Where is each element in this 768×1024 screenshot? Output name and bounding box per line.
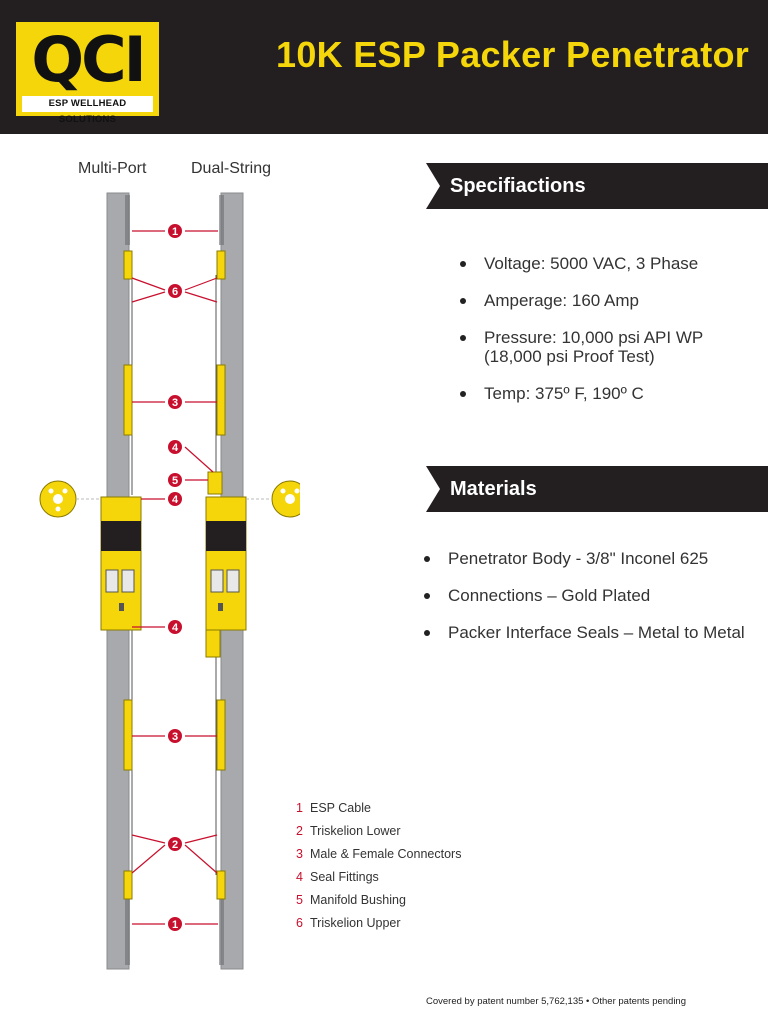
callout-1-top: 1	[168, 224, 182, 238]
logo-text: QCI	[31, 23, 146, 96]
svg-text:1: 1	[172, 919, 178, 931]
callout-4-lower: 4	[168, 620, 182, 634]
qci-logo: QCI ESP WELLHEAD SOLUTIONS	[16, 22, 159, 125]
specifications-heading: Specifiactions	[426, 163, 768, 209]
svg-text:1: 1	[172, 226, 178, 238]
materials-heading-label: Materials	[450, 478, 537, 500]
callout-1-bottom: 1	[168, 917, 182, 931]
spec-item: Pressure: 10,000 psi API WP (18,000 psi …	[458, 328, 716, 366]
material-item: Penetrator Body - 3/8" Inconel 625	[422, 549, 752, 568]
callout-3-bottom: 3	[168, 729, 182, 743]
header-bar: QCI ESP WELLHEAD SOLUTIONS 10K ESP Packe…	[0, 0, 768, 134]
svg-text:6: 6	[172, 286, 178, 298]
packer-body-dual-string	[205, 496, 247, 631]
page-title: 10K ESP Packer Penetrator	[276, 34, 750, 75]
logo-subtitle: ESP WELLHEAD SOLUTIONS	[22, 96, 153, 125]
svg-text:3: 3	[172, 731, 178, 743]
spec-item: Temp: 375º F, 190º C	[458, 384, 758, 403]
svg-text:2: 2	[172, 839, 178, 851]
callout-5: 5	[168, 473, 182, 487]
materials-heading: Materials	[426, 466, 768, 512]
svg-text:4: 4	[172, 494, 179, 506]
callout-3-top: 3	[168, 395, 182, 409]
spec-item: Amperage: 160 Amp	[458, 291, 758, 310]
materials-list: Penetrator Body - 3/8" Inconel 625 Conne…	[422, 549, 752, 660]
specifications-heading-label: Specifiactions	[450, 175, 586, 197]
material-item: Connections – Gold Plated	[422, 586, 752, 605]
callout-2: 2	[168, 837, 182, 851]
svg-text:4: 4	[172, 442, 179, 454]
material-item: Packer Interface Seals – Metal to Metal	[422, 623, 748, 642]
svg-text:3: 3	[172, 397, 178, 409]
column-label-multi-port: Multi-Port	[78, 160, 147, 177]
callout-4-middle: 4	[168, 492, 182, 506]
patent-footer: Covered by patent number 5,762,135 • Oth…	[426, 996, 687, 1007]
callout-4-upper: 4	[168, 440, 182, 454]
svg-text:5: 5	[172, 475, 178, 487]
column-label-dual-string: Dual-String	[191, 160, 272, 177]
specifications-list: Voltage: 5000 VAC, 3 Phase Amperage: 160…	[458, 254, 758, 421]
callout-6: 6	[168, 284, 182, 298]
penetrator-diagram: 1 6 3 4 5 4 4 3 2 1	[39, 192, 300, 970]
spec-item: Voltage: 5000 VAC, 3 Phase	[458, 254, 758, 273]
svg-text:4: 4	[172, 622, 179, 634]
